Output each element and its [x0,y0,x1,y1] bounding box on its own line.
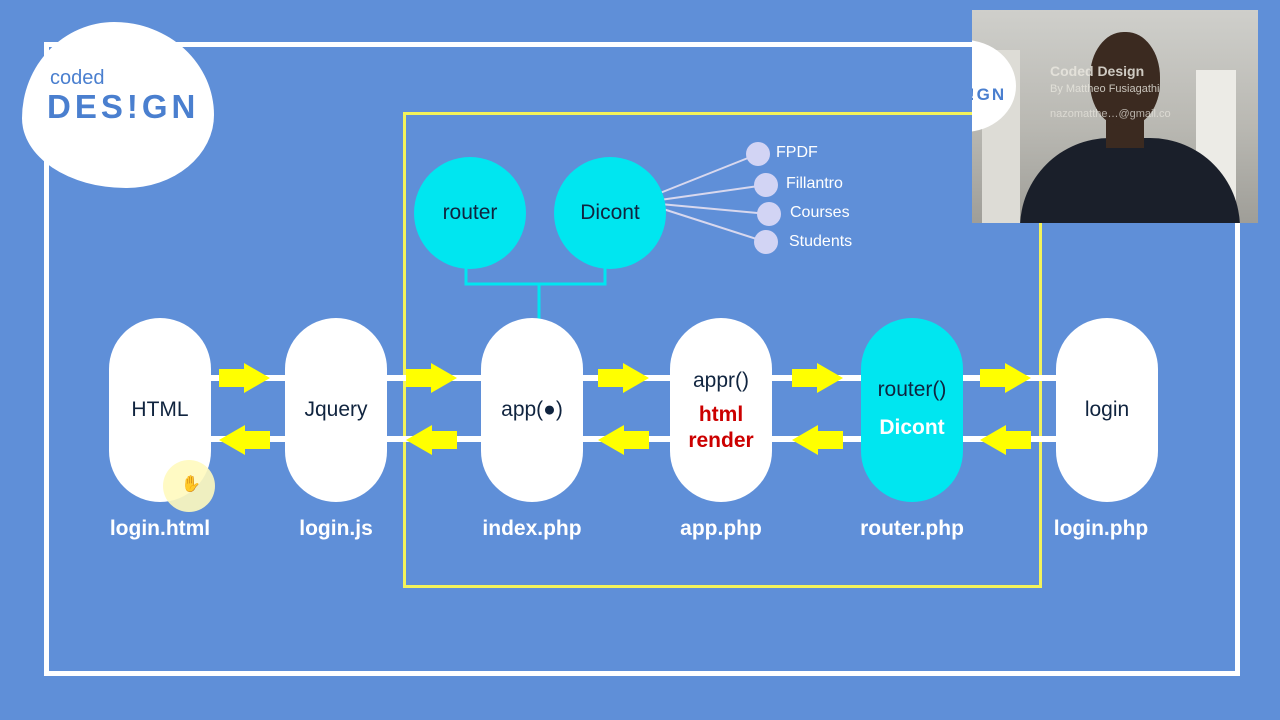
webcam-overlay: coded DES!GN Coded Design By Mattheo Fus… [972,10,1258,223]
logo-small-text: coded [50,67,105,89]
lib-dot-fillantro [754,173,778,197]
arrow-right-5 [980,363,1031,393]
lib-connector-fillantro [659,184,767,201]
node-app: app(●) [481,318,583,502]
outer-frame [44,42,1240,676]
node-app-label: app(●) [501,398,563,421]
webcam-byline: By Mattheo Fusiagathi [1050,83,1160,95]
node-appr-label: appr() [692,369,750,392]
lib-dot-courses [757,202,781,226]
hand-cursor-icon: ✋ [181,476,201,493]
lib-connector-students [659,207,767,243]
arrow-right-4 [792,363,843,393]
arrow-left-1 [219,425,270,455]
lib-dot-students [754,230,778,254]
logo-large-text: DES!GN [47,88,200,125]
lib-label-fpdf: FPDF [776,144,818,161]
lib-label-courses: Courses [790,204,850,221]
lib-dot-fpdf [746,142,770,166]
webcam-logo-large-text: DES!GN [972,85,1007,104]
node-jquery: Jquery [285,318,387,502]
file-label-login-php: login.php [1053,517,1149,540]
lib-label-students: Students [789,233,853,250]
webcam-brand-text: Coded Design [1050,63,1145,79]
arrow-left-2 [406,425,457,455]
router-circle: router [414,157,526,269]
file-label-login-html: login.html [109,517,211,540]
circles-bracket [464,268,607,286]
dicont-circle-label: Dicont [580,201,640,224]
node-router: router() Dicont [861,318,963,502]
router-circle-label: router [442,201,498,224]
file-label-index-php: index.php [482,517,582,540]
file-label-login-js: login.js [299,517,373,540]
presenter-head [1090,32,1160,126]
file-label-router-php: router.php [860,517,964,540]
cursor-highlight [163,460,215,512]
index-scope-box [403,112,1042,588]
node-appr-render-label: render [688,429,754,452]
lib-label-fillantro: Fillantro [786,175,843,192]
file-label-app-php: app.php [680,517,762,540]
lib-connector-courses [659,203,770,215]
node-html-label: HTML [131,398,189,421]
node-login: login [1056,318,1158,502]
arrow-right-1 [219,363,270,393]
node-jquery-label: Jquery [304,398,368,421]
node-router-dicont-label: Dicont [879,416,945,439]
webcam-email: nazomatthe…@gmail.co [1050,108,1171,120]
logo-blob [22,22,214,188]
arrow-left-4 [792,425,843,455]
arrow-right-3 [598,363,649,393]
node-appr: appr() html render [670,318,772,502]
node-login-label: login [1084,398,1130,421]
arrow-left-5 [980,425,1031,455]
arrow-left-3 [598,425,649,455]
arrow-right-2 [406,363,457,393]
node-router-label: router() [877,378,947,401]
node-appr-html-label: html [698,403,744,426]
dicont-circle: Dicont [554,157,666,269]
lib-connector-fpdf [659,153,759,194]
